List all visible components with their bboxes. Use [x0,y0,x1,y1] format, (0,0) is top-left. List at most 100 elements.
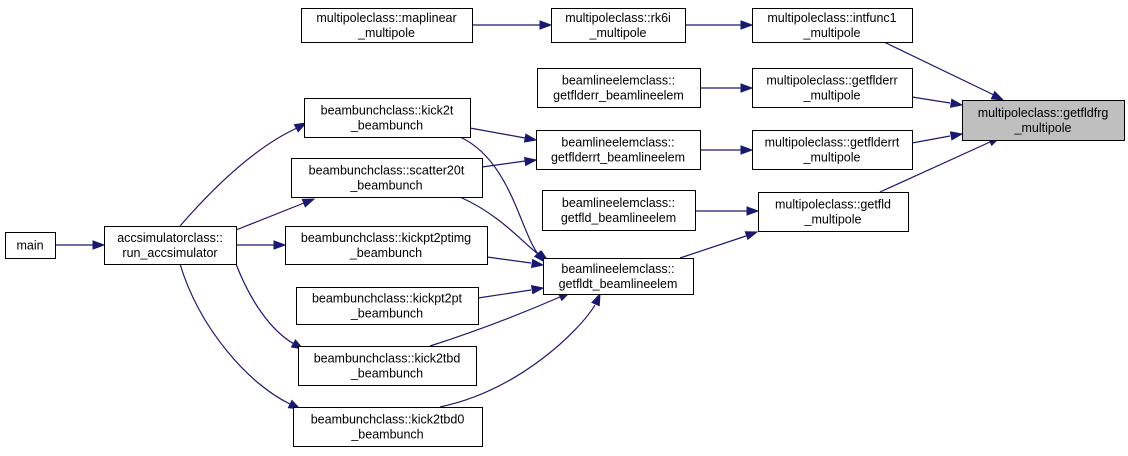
node-label-line2: _multipole [1014,121,1072,135]
node-maplinear[interactable]: multipoleclass::maplinear_multipole [301,8,473,43]
node-label-line1: multipoleclass::rk6i [565,11,671,25]
node-label-line2: _beambunch [349,179,422,193]
arrowhead-icon [740,20,754,30]
arrowhead-icon [530,258,545,269]
node-label-line1: beambunchclass::kick2tbd0 [311,413,465,427]
edge-getflderr-to-getfldfrg [911,96,964,108]
node-label-line1: beamlineelemclass:: [561,136,674,150]
node-label-line1: beambunchclass::kickpt2pt [312,292,463,306]
arrowhead-icon [530,285,545,295]
arrowhead-icon [293,122,308,133]
arrowhead-icon [740,83,754,93]
node-label-line1: beamlineelemclass:: [561,262,674,276]
node-label-line1: beambunchclass::scatter20t [309,164,465,178]
node-getfld[interactable]: multipoleclass::getfld_multipole [758,192,909,232]
edge-line [469,127,526,139]
node-label-line2: _beambunch [350,428,423,442]
node-getflderrt[interactable]: multipoleclass::getflderrt_multipole [752,130,913,170]
edge-run_acc-to-scatter20t [235,198,316,231]
arrowhead-icon [744,231,759,241]
node-label-line2: getflderr_beamlineelem [553,89,684,103]
arrowhead-icon [740,145,754,155]
node-box [752,8,913,43]
edge-getfld_ble-to-getfld [695,206,760,216]
node-box [301,8,473,43]
node-kick2t[interactable]: beambunchclass::kick2t_beambunch [304,98,471,138]
node-label-line2: getflderrt_beamlineelem [551,151,685,165]
node-rk6i[interactable]: multipoleclass::rk6i_multipole [551,8,686,43]
edge-line [179,263,291,405]
node-box [285,226,488,265]
edge-intfunc1-to-getfldfrg [883,41,1005,101]
arrowhead-icon [301,198,316,208]
edge-kickpt2pt-to-getfldt_ble [477,285,545,299]
arrowhead-icon [591,292,601,307]
node-label-line1: beambunchclass::kickpt2ptimg [301,231,471,245]
node-box [551,8,686,43]
node-kickpt2ptimg[interactable]: beambunchclass::kickpt2ptimg_beambunch [285,226,488,265]
node-label-line1: multipoleclass::getfldfrg [978,106,1109,120]
edge-scatter20t-to-getflderrt_ble [481,156,538,168]
node-box [5,232,56,259]
edge-line [481,160,526,168]
node-kickpt2pt[interactable]: beambunchclass::kickpt2pt_beambunch [296,287,479,325]
edge-line [439,304,596,408]
edge-getflderrt-to-getfldfrg [911,131,964,144]
edge-line [459,196,539,255]
node-label-line1: beambunchclass::kick2t [321,104,454,118]
node-kick2tbd[interactable]: beambunchclass::kick2tbd_beambunch [298,346,477,386]
node-box [104,226,237,265]
node-box [537,68,701,108]
edge-line [179,127,298,227]
node-label-line2: _multipole [803,89,861,103]
node-label-line2: _multipole [803,151,861,165]
node-getfldt_ble[interactable]: beamlineelemclass::getfldt_beamlineelem [543,258,694,295]
node-label-line1: beamlineelemclass:: [562,196,675,210]
edge-line [679,235,747,259]
node-getflderrt_ble[interactable]: beamlineelemclass::getflderrt_beamlineel… [536,130,701,170]
edge-kickpt2ptimg-to-getfldt_ble [486,256,545,269]
arrowhead-icon [990,90,1005,101]
edge-run_acc-to-kick2tbd0 [179,263,302,410]
node-getfld_ble[interactable]: beamlineelemclass::getfld_beamlineelem [542,190,696,231]
node-label-line2: getfldt_beamlineelem [559,277,678,291]
node-getflderr_ble[interactable]: beamlineelemclass::getflderr_beamlineele… [537,68,701,108]
node-label-line2: _multipole [804,213,862,227]
edge-line [459,136,539,255]
node-label-line2: _multipole [589,26,647,40]
node-getfldfrg[interactable]: multipoleclass::getfldfrg_multipole [962,100,1125,141]
arrowhead-icon [539,20,553,30]
node-kick2tbd0[interactable]: beambunchclass::kick2tbd0_beambunch [293,407,483,447]
node-intfunc1[interactable]: multipoleclass::intfunc1_multipole [752,8,913,43]
node-label-line2: _beambunch [350,119,423,133]
edge-line [486,256,532,264]
node-box [752,68,913,108]
node-run_acc[interactable]: accsimulatorclass::run_accsimulator [104,226,237,265]
arrowhead-icon [746,206,760,216]
node-box [293,407,483,447]
node-box [296,287,479,325]
node-label-line1: beambunchclass::kick2tbd [314,352,461,366]
node-label-line1: multipoleclass::getflderrt [765,136,900,150]
edge-rk6i-to-intfunc1 [685,20,754,30]
edge-line [235,263,295,345]
node-label-line1: multipoleclass::maplinear [316,11,456,25]
arrowhead-icon [949,98,964,108]
node-box [752,130,913,170]
arrowhead-icon [92,240,106,250]
edge-main-to-run_acc [55,240,106,250]
edge-getflderrt_ble-to-getflderrt [700,145,754,155]
node-box [536,130,701,170]
node-label-line1: main [16,239,43,253]
node-getflderr[interactable]: multipoleclass::getflderr_multipole [752,68,913,108]
node-box [304,98,471,138]
node-main[interactable]: main [5,232,56,259]
node-label-line1: multipoleclass::getflderr [766,74,897,88]
edge-getfldt_ble-to-getfld [679,231,759,259]
edge-line [911,96,951,104]
node-label-line2: _beambunch [349,246,422,260]
node-scatter20t[interactable]: beambunchclass::scatter20t_beambunch [291,158,483,198]
edges-layer [55,20,1005,410]
node-box [298,346,477,386]
